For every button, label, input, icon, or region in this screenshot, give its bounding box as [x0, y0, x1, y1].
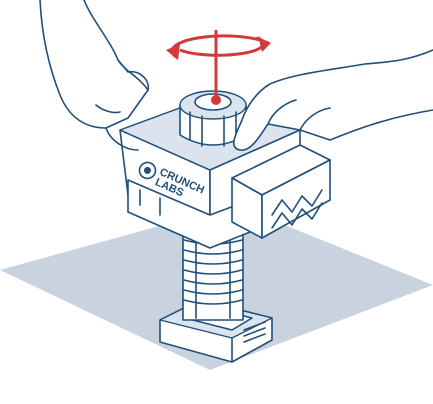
rotation-arrow-icon	[166, 36, 270, 60]
